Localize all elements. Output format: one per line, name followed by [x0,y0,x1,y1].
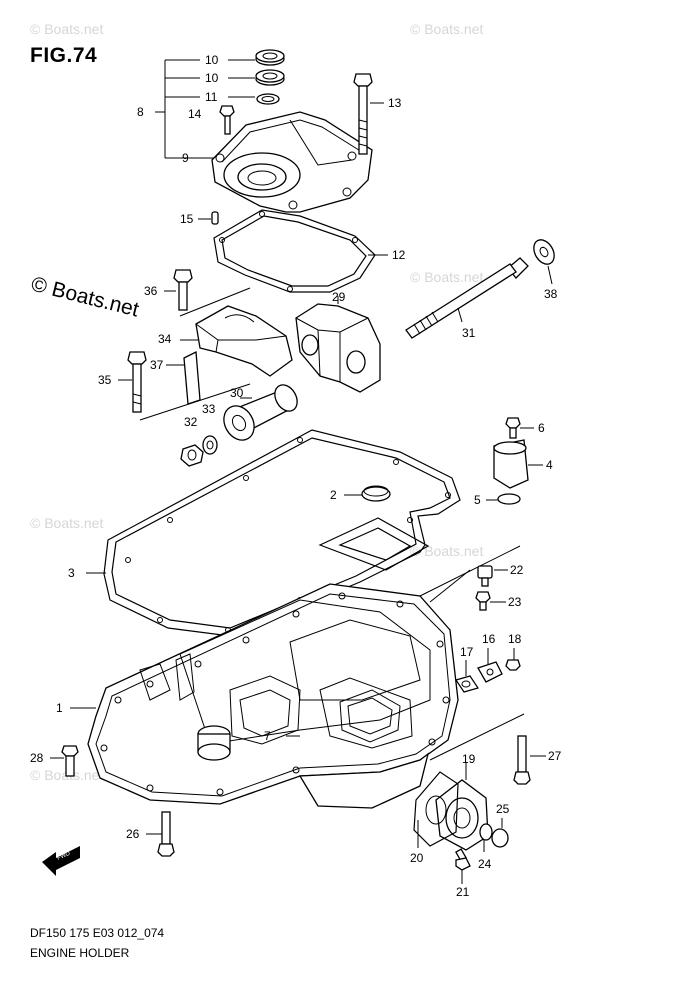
oil-seal-10-upper [255,49,285,66]
bolt-6 [505,417,534,439]
callout-13: 13 [388,96,402,110]
o-ring-11 [256,93,280,105]
callout-18: 18 [508,632,522,646]
callout-15: 15 [180,212,194,226]
engine-mount-29 [295,296,381,393]
dowel-pin-15 [198,211,219,225]
pipe-4 [493,439,543,489]
callout-20: 20 [410,851,424,865]
watermark-faint: © Boats.net [30,515,103,531]
upper-cover-9 [211,111,373,213]
watermark-faint: © Boats.net [410,21,483,37]
callout-labels: 1 2 3 4 5 6 7 8 9 10 10 11 12 13 14 15 1… [30,53,562,899]
callout-8: 8 [137,105,144,119]
callout-31: 31 [462,326,476,340]
nut-32 [180,444,204,467]
callout-1: 1 [56,701,63,715]
diagram-name: ENGINE HOLDER [30,946,130,960]
bolt-36 [164,269,193,311]
watermark-faint: © Boats.net [410,269,483,285]
callout-10-lower: 10 [205,71,219,85]
callout-2: 2 [330,488,337,502]
gasket-12 [213,209,388,293]
callout-6: 6 [538,421,545,435]
plate-16 [477,648,503,683]
callout-24: 24 [478,857,492,871]
bolt-21 [455,848,471,884]
callout-11: 11 [205,90,218,104]
cover-19 [435,762,489,851]
callout-26: 26 [126,827,140,841]
callout-38: 38 [544,287,558,301]
callout-9: 9 [182,151,189,165]
callout-29: 29 [332,290,346,304]
model-code: DF150 175 E03 012_074 [30,926,165,940]
callout-12: 12 [392,248,406,262]
callout-32: 32 [184,415,198,429]
bracket-37 [166,350,201,405]
oil-seal-10-lower [255,69,285,86]
watermark-faint: © Boats.net [30,21,103,37]
gasket-17 [455,660,479,693]
callout-7: 7 [264,729,271,743]
callout-10-upper: 10 [205,53,219,67]
callout-36: 36 [144,284,158,298]
bolt-23 [475,591,506,611]
callout-21: 21 [456,885,470,899]
watermark-faint: © Boats.net [410,543,483,559]
o-ring-5 [486,493,521,505]
watermark-main: © Boats.net [29,273,141,322]
callout-30: 30 [230,386,244,400]
bolt-31 [405,257,529,339]
callout-22: 22 [510,563,524,577]
svg-text:FWD: FWD [56,851,72,862]
callout-17: 17 [460,645,474,659]
fwd-arrow-icon: FWD [42,846,80,876]
washer-24 [479,823,493,852]
gasket-20 [413,771,459,848]
bolt-35 [118,351,147,413]
callout-27: 27 [548,749,562,763]
bolt-18 [505,648,521,671]
callout-16: 16 [482,632,496,646]
callout-4: 4 [546,458,553,472]
callout-33: 33 [202,402,216,416]
callout-5: 5 [474,493,481,507]
callout-37: 37 [150,358,164,372]
plug-25 [491,818,509,848]
engine-holder-1 [70,545,525,809]
sensor-22 [477,565,508,587]
bolt-27 [513,735,546,785]
callout-23: 23 [508,595,522,609]
washer-38 [533,239,555,285]
rubber-mount-30 [223,384,298,441]
washer-33 [202,435,218,455]
callout-3: 3 [68,566,75,580]
bolt-26 [146,811,175,857]
callout-14: 14 [188,107,202,121]
figure-title: FIG.74 [30,44,98,67]
callout-35: 35 [98,373,112,387]
bolt-13 [353,73,384,155]
bolt-28 [50,745,79,777]
callout-28: 28 [30,751,44,765]
callout-34: 34 [158,332,172,346]
bolt-14 [219,105,235,135]
plug-2 [344,485,391,502]
callout-25: 25 [496,802,510,816]
callout-19: 19 [462,752,476,766]
